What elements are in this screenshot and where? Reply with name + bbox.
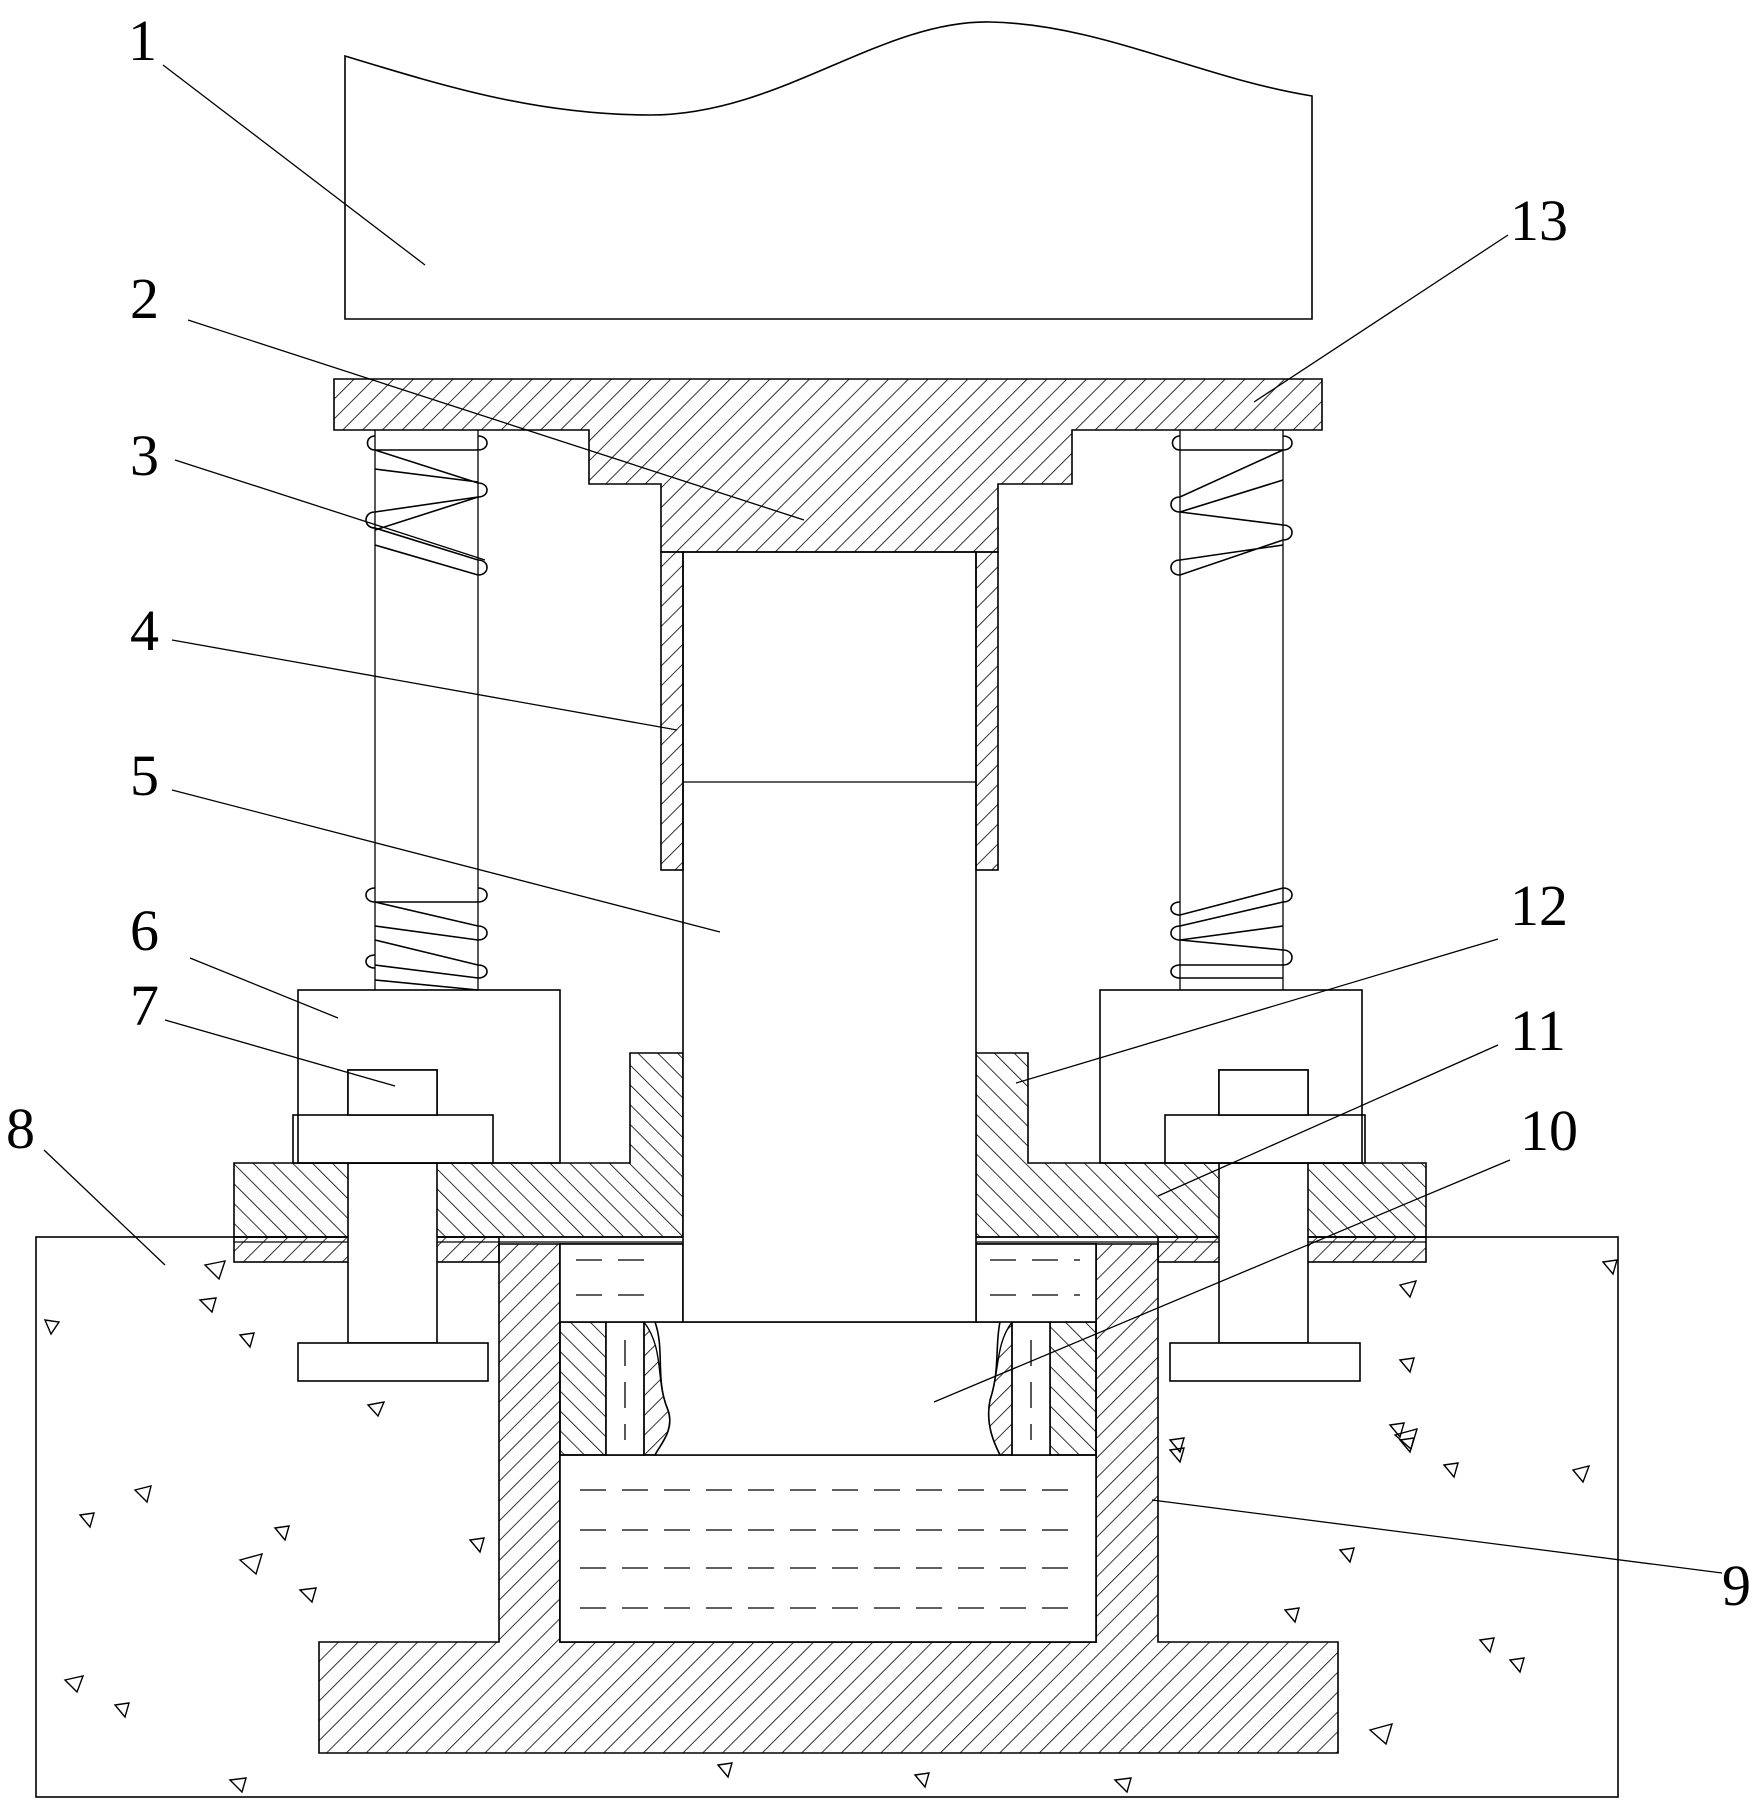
callout-11: 11: [1510, 998, 1566, 1063]
callout-6: 6: [130, 898, 159, 963]
spring-left-lower: [366, 888, 487, 990]
callout-5: 5: [130, 743, 159, 808]
callout-7: 7: [130, 973, 159, 1038]
spring-right-upper: [1171, 436, 1292, 575]
callout-2: 2: [130, 266, 159, 331]
top-plate-and-ram: [334, 379, 1322, 552]
callout-13: 13: [1510, 188, 1568, 253]
callout-9: 9: [1722, 1553, 1751, 1618]
callout-10: 10: [1520, 1098, 1578, 1163]
callout-4: 4: [130, 598, 159, 663]
callout-1: 1: [128, 8, 157, 73]
piston-seal-assembly: [560, 1322, 1096, 1455]
callout-8: 8: [6, 1096, 35, 1161]
callout-12: 12: [1510, 873, 1568, 938]
piston-rod: [683, 552, 976, 1322]
spring-right-lower: [1171, 888, 1292, 978]
load-block: [345, 22, 1312, 319]
callout-3: 3: [130, 423, 159, 488]
